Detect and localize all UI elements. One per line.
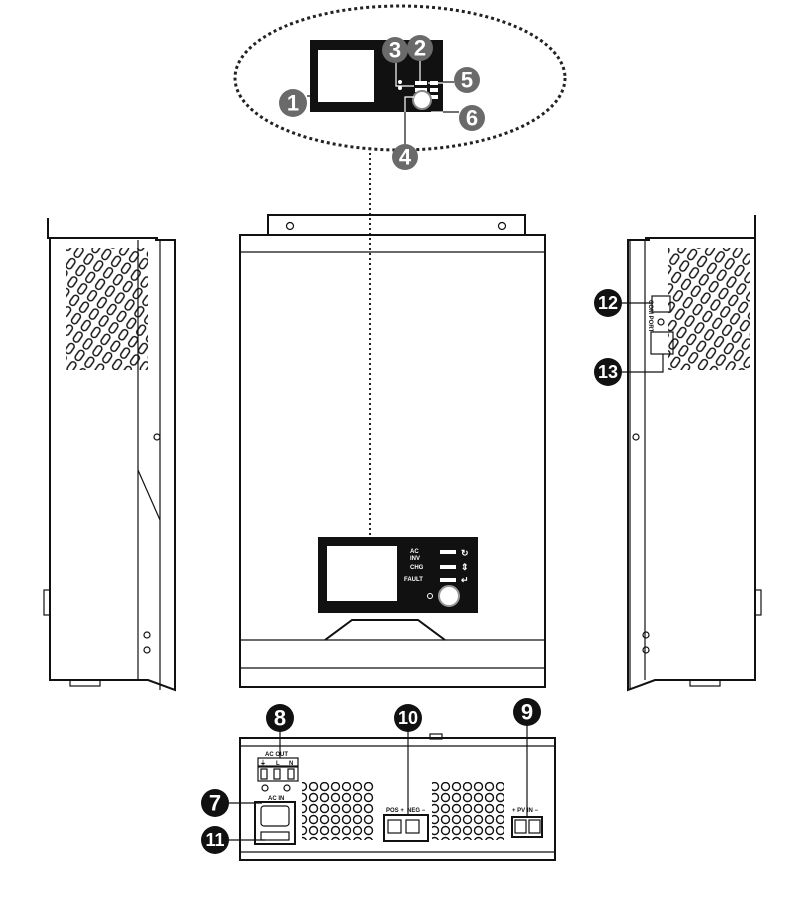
up-down-icon: ⇕	[461, 562, 469, 572]
ground-label: ⏚	[260, 760, 266, 767]
zoom-detail	[233, 4, 567, 152]
callout-9: 9	[513, 698, 541, 726]
circuit-breaker	[260, 831, 290, 841]
svg-text:5: 5	[461, 68, 473, 93]
svg-text:6: 6	[466, 106, 478, 131]
neutral-label: N	[289, 761, 293, 767]
fan-right	[432, 782, 504, 840]
pv-in-label: + PV IN −	[512, 808, 539, 814]
ac-input-socket	[254, 801, 296, 845]
line-label: L	[276, 761, 280, 767]
zoom-power-knob	[412, 90, 432, 110]
svg-text:10: 10	[398, 708, 418, 728]
chg-led-label: CHG	[410, 565, 424, 571]
callout-3: 3	[382, 37, 408, 63]
callout-11: 11	[201, 826, 229, 854]
enter-icon: ↵	[461, 575, 469, 585]
com-port-label: COM PORT	[647, 300, 653, 333]
zoom-lcd-screen	[318, 50, 374, 102]
left-vent-slots	[66, 248, 148, 370]
callout-1: 1	[279, 89, 307, 117]
ac-out-label: AC OUT	[265, 752, 288, 758]
neg-label: NEG −	[407, 808, 426, 814]
ac-led-label: AC	[410, 549, 419, 555]
lcd-screen	[327, 546, 397, 601]
escape-icon: ↻	[461, 548, 469, 558]
svg-text:2: 2	[414, 36, 426, 61]
svg-text:8: 8	[274, 706, 286, 731]
callout-8: 8	[266, 704, 294, 732]
callout-5: 5	[454, 67, 480, 93]
ac-in-label: AC IN	[268, 796, 284, 802]
right-side-view: COM PORT	[622, 215, 762, 692]
front-view: AC INV CHG FAULT ↻ ⇕ ↵	[239, 214, 546, 688]
pos-label: POS +	[386, 808, 404, 814]
callout-13: 13	[594, 358, 622, 386]
svg-text:7: 7	[209, 791, 221, 816]
zoom-leader-lines	[395, 61, 454, 113]
callout-7: 7	[201, 789, 229, 817]
battery-terminals	[383, 814, 429, 842]
power-button	[438, 585, 460, 607]
fan-left	[302, 782, 374, 840]
callout-6: 6	[459, 105, 485, 131]
callout-2: 2	[407, 35, 433, 61]
callout-12: 12	[594, 289, 622, 317]
rj45-port	[650, 331, 674, 355]
right-vent-slots	[668, 248, 750, 370]
ac-out-terminal: ⏚ L N	[257, 757, 299, 782]
svg-text:12: 12	[598, 293, 618, 313]
rear-view: AC OUT ⏚ L N AC IN POS + NEG − + PV IN −	[228, 725, 556, 861]
svg-text:11: 11	[205, 830, 224, 850]
inv-led-label: INV	[410, 556, 420, 562]
callout-4: 4	[392, 144, 418, 170]
fault-led-label: FAULT	[404, 577, 423, 583]
usb-port	[651, 295, 671, 313]
svg-text:13: 13	[598, 362, 618, 382]
svg-text:9: 9	[521, 700, 533, 725]
svg-text:1: 1	[287, 91, 299, 116]
callout-10: 10	[394, 704, 422, 732]
left-side-view	[43, 218, 176, 692]
svg-text:4: 4	[399, 145, 412, 170]
svg-text:3: 3	[389, 38, 401, 63]
